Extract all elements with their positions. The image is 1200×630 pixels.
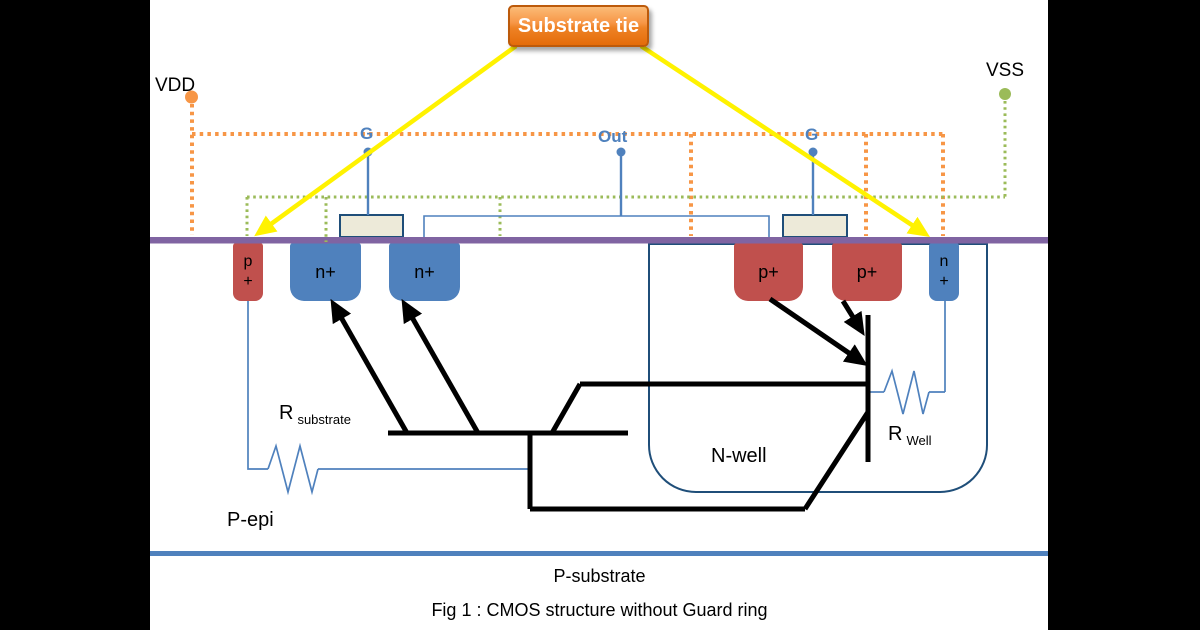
n-plus-drain-region: n+ bbox=[389, 243, 460, 301]
well-resistor-subscript: Well bbox=[906, 433, 932, 448]
well-resistor-symbol: R bbox=[888, 423, 903, 445]
n-well-label: N-well bbox=[711, 445, 767, 467]
p-plus-source-region: p+ bbox=[832, 243, 902, 301]
figure-caption: Fig 1 : CMOS structure without Guard rin… bbox=[431, 600, 768, 620]
pmos-gate-electrode bbox=[782, 214, 848, 238]
pmos-gate-label: G bbox=[805, 125, 819, 144]
substrate-resistor-subscript: substrate bbox=[297, 412, 351, 427]
nmos-gate-label: G bbox=[360, 124, 374, 143]
vdd-label: VDD bbox=[155, 75, 196, 96]
out-label: Out bbox=[598, 127, 628, 146]
n-plus-source-region: n+ bbox=[290, 243, 361, 301]
p-epi-label: P-epi bbox=[227, 509, 274, 531]
p-substrate-label: P-substrate bbox=[553, 566, 646, 586]
p-plus-drain-region: p+ bbox=[734, 243, 803, 301]
nmos-gate-electrode bbox=[339, 214, 404, 238]
vss-label: VSS bbox=[986, 60, 1025, 81]
letterbox-left bbox=[0, 0, 150, 630]
p-plus-substrate-tie-region: p + bbox=[233, 243, 263, 301]
n-plus-well-tap-region: n + bbox=[929, 243, 959, 301]
substrate-tie-callout: Substrate tie bbox=[508, 5, 649, 47]
substrate-resistor-symbol: R bbox=[279, 402, 294, 424]
letterbox-right bbox=[1048, 0, 1200, 630]
